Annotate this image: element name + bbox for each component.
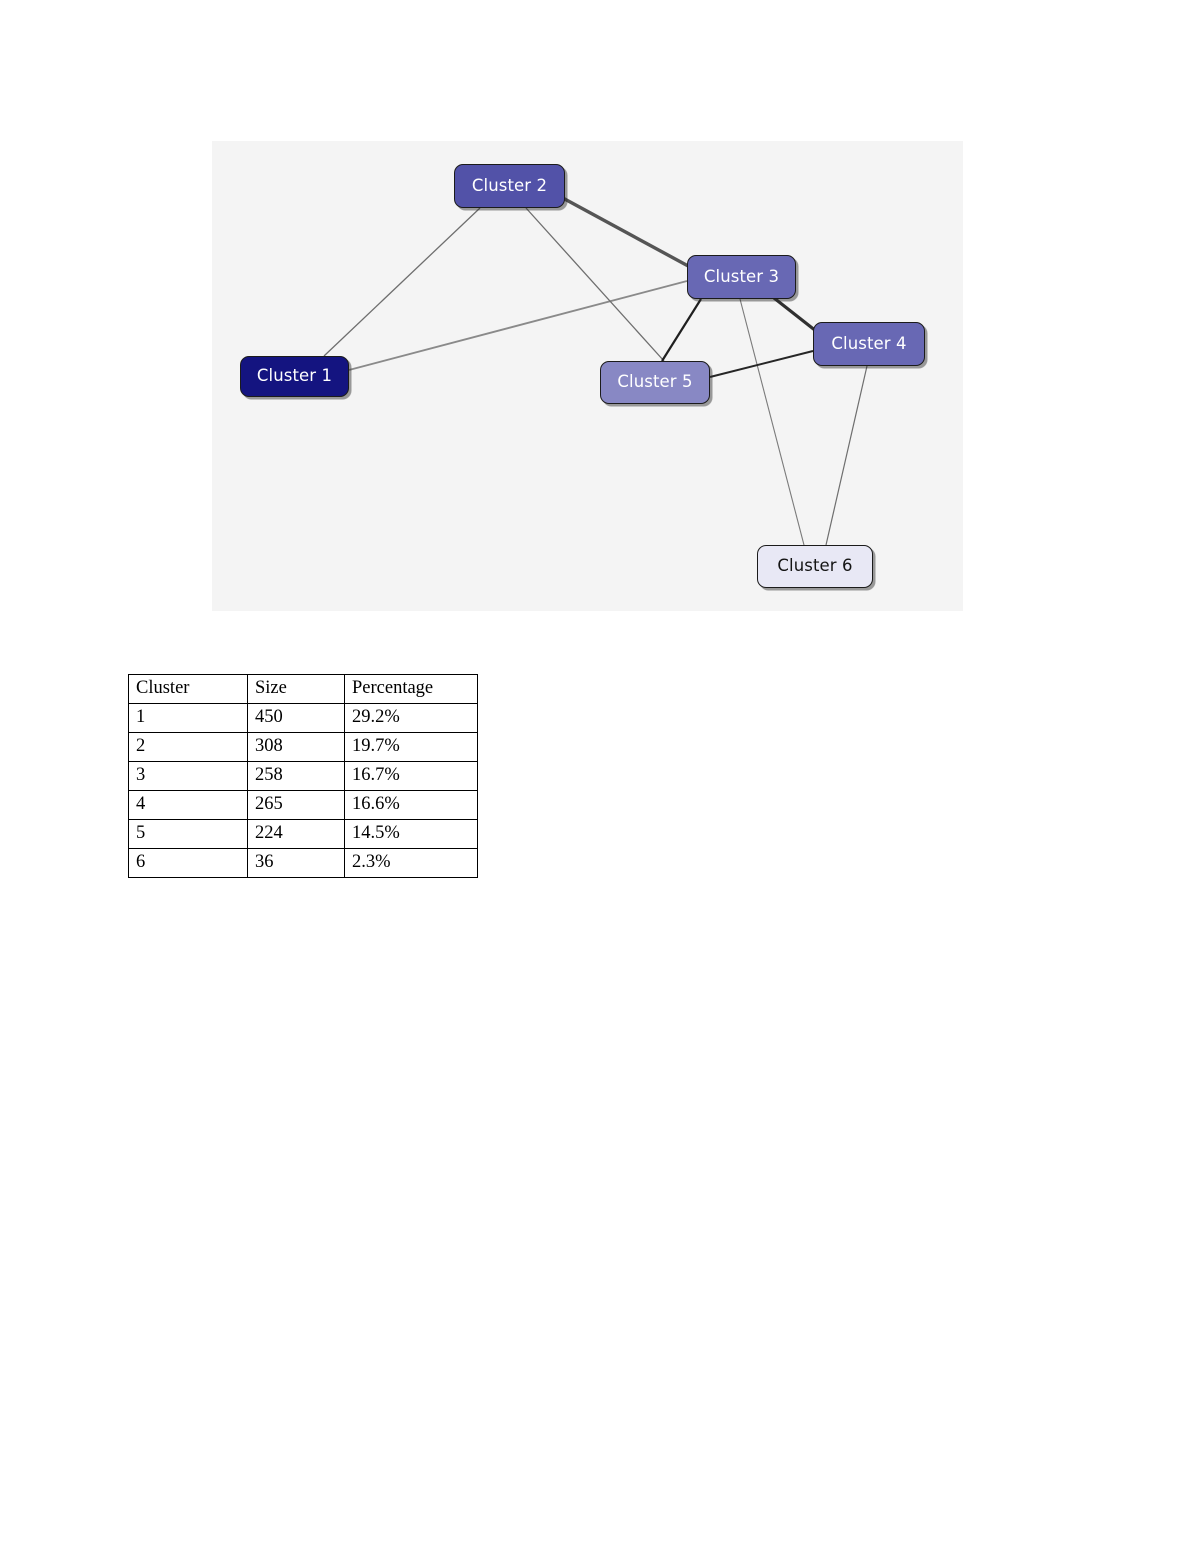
cell-size: 36 (247, 848, 345, 878)
cell-cluster: 6 (128, 848, 248, 878)
edge-layer (323, 195, 868, 546)
graph-node-cluster-4[interactable]: Cluster 4 (813, 322, 925, 366)
graph-edge-2-5 (525, 207, 665, 362)
cell-size: 308 (247, 732, 345, 762)
column-header-percentage: Percentage (344, 674, 478, 704)
graph-edge-3-6 (739, 298, 805, 546)
cluster-graph-panel: Cluster 1 Cluster 2 Cluster 3 Cluster 4 Clus… (212, 141, 963, 611)
graph-node-label: Cluster 1 (256, 366, 333, 386)
graph-edge-3-4 (773, 296, 817, 333)
graph-node-cluster-2[interactable]: Cluster 2 (454, 164, 565, 208)
graph-edge-1-2 (323, 207, 481, 357)
cell-cluster: 4 (128, 790, 248, 820)
cluster-graph-edges (323, 195, 868, 546)
cell-cluster: 1 (128, 703, 248, 733)
cell-percentage: 14.5% (344, 819, 478, 849)
graph-edge-2-3 (560, 195, 691, 269)
cell-percentage: 16.6% (344, 790, 478, 820)
graph-edge-3-5 (661, 298, 702, 362)
cell-percentage: 16.7% (344, 761, 478, 791)
graph-edge-1-3 (348, 280, 688, 371)
cell-size: 224 (247, 819, 345, 849)
graph-edge-4-5 (709, 350, 814, 378)
cell-size: 265 (247, 790, 345, 820)
cell-percentage: 19.7% (344, 732, 478, 762)
graph-node-cluster-5[interactable]: Cluster 5 (600, 361, 710, 404)
graph-node-label: Cluster 2 (471, 175, 548, 195)
cell-cluster: 3 (128, 761, 248, 791)
cell-percentage: 2.3% (344, 848, 478, 878)
cell-cluster: 2 (128, 732, 248, 762)
cell-size: 258 (247, 761, 345, 791)
graph-node-cluster-6[interactable]: Cluster 6 (757, 545, 873, 588)
column-header-cluster: Cluster (128, 674, 248, 704)
cell-cluster: 5 (128, 819, 248, 849)
graph-node-cluster-3[interactable]: Cluster 3 (687, 255, 796, 299)
graph-node-label: Cluster 6 (777, 556, 853, 576)
cell-percentage: 29.2% (344, 703, 478, 733)
graph-node-label: Cluster 3 (703, 266, 780, 286)
table-header: Cluster Size Percentage (128, 674, 478, 704)
graph-node-label: Cluster 5 (617, 372, 693, 392)
column-header-size: Size (247, 674, 345, 704)
graph-edge-4-6 (825, 365, 868, 546)
table-header-row: Cluster Size Percentage (128, 674, 478, 704)
cell-size: 450 (247, 703, 345, 733)
graph-node-label: Cluster 4 (831, 333, 907, 353)
graph-node-cluster-1[interactable]: Cluster 1 (240, 356, 349, 397)
